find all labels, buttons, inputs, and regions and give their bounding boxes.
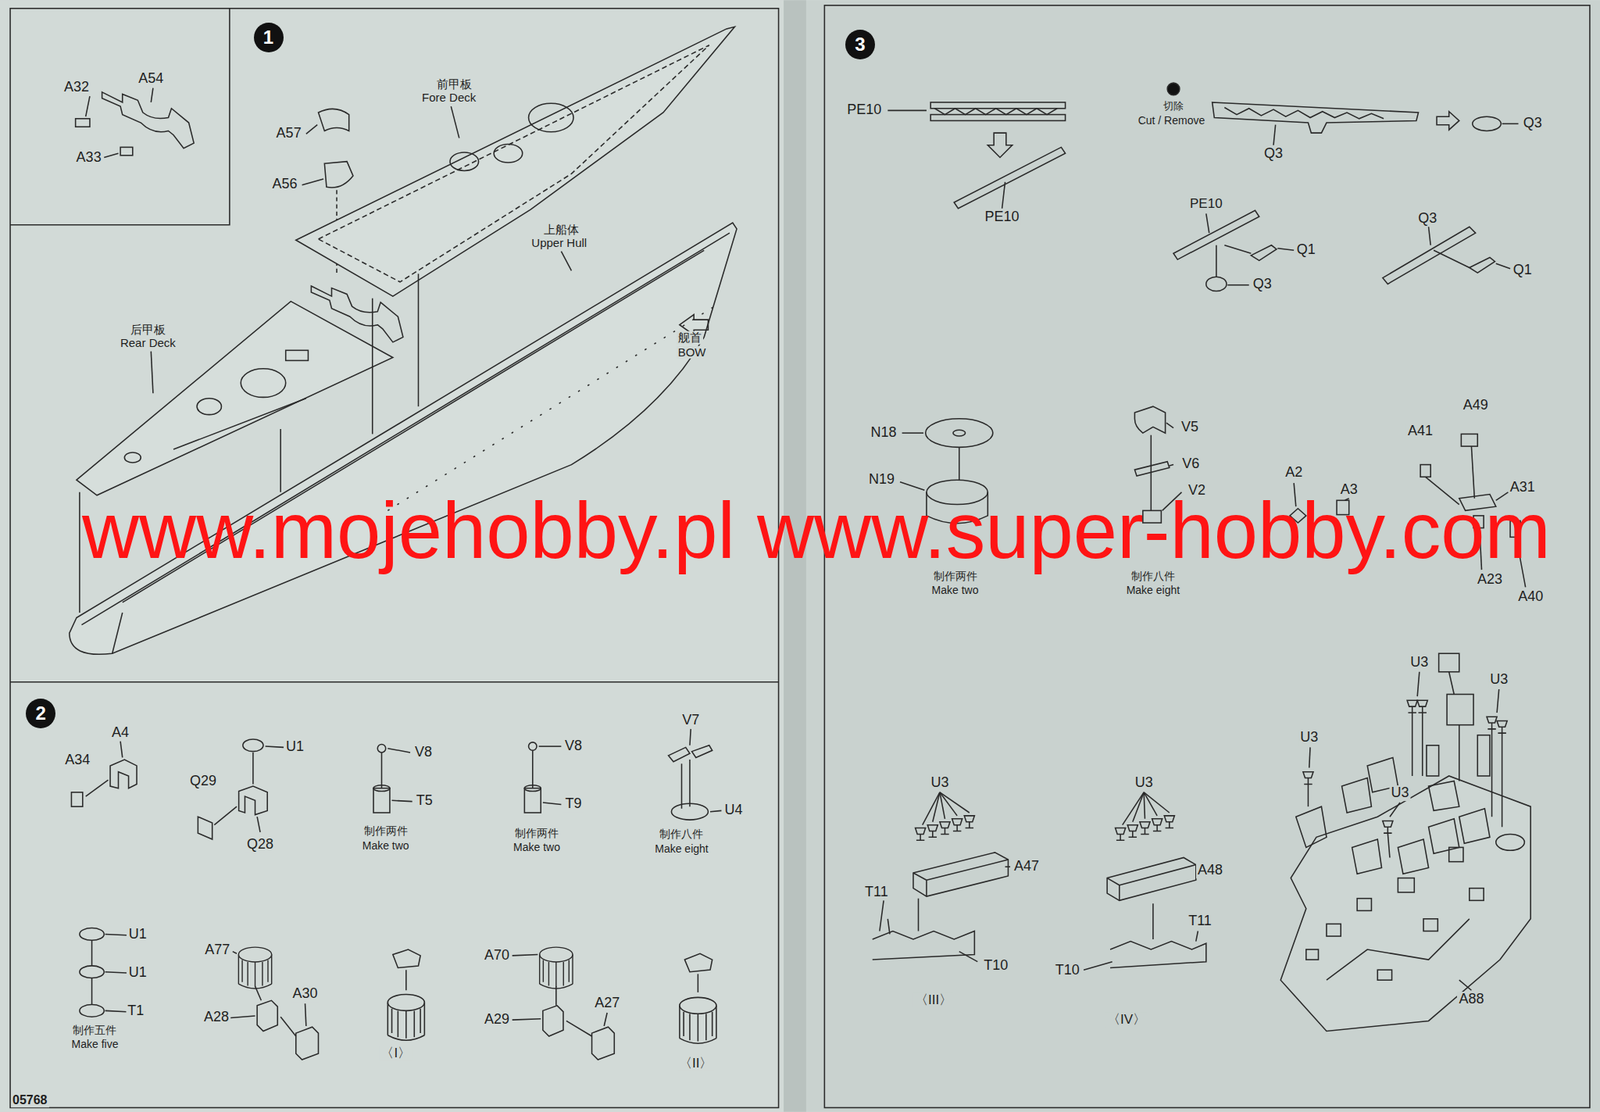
part-label: U3 [1133,775,1155,791]
part-label: U3 [1298,729,1320,746]
part-label: Q3 [1416,210,1439,227]
step-number-text: 1 [263,28,274,47]
part-label: A34 [63,752,92,768]
english-note: BOW [676,345,708,359]
part-label: U1 [127,927,149,943]
part-label: Q28 [245,837,275,854]
part-label: A77 [203,942,232,958]
part-label: A88 [1457,991,1486,1008]
part-label: A29 [482,1011,511,1028]
part-label: A56 [270,177,299,193]
part-label: A49 [1461,397,1490,414]
part-label: A28 [202,1009,231,1025]
part-label: A2 [1283,464,1304,481]
part-label: U1 [127,964,149,981]
part-label: A27 [592,995,622,1011]
part-label: A48 [1196,862,1225,879]
part-label: A33 [75,150,104,167]
part-label: T11 [863,884,890,900]
part-label: A30 [291,985,320,1002]
part-label: PE10 [983,209,1022,225]
part-label: 〈II〉 [677,1056,715,1072]
english-note: Rear Deck [118,336,178,350]
part-label: V7 [680,712,701,729]
page-code: 05768 [10,1092,50,1108]
english-note: Make eight [653,842,710,855]
english-note: Cut / Remove [1136,115,1208,128]
part-label: Q3 [1262,146,1285,162]
part-label: V6 [1180,456,1201,472]
part-label: Q1 [1511,262,1534,279]
part-label: T10 [1053,962,1082,979]
english-note: Make two [511,842,562,854]
part-label: V8 [413,744,434,761]
part-label: PE10 [845,102,883,118]
chinese-note: 后甲板 [128,323,168,337]
part-label: Q29 [188,774,218,790]
part-label: A47 [1012,858,1041,875]
part-label: Q1 [1295,242,1318,258]
part-label: A32 [62,79,91,96]
watermark: www.mojehobby.pl www.super-hobby.com [82,487,1551,575]
part-label: A41 [1406,424,1435,440]
part-label: T5 [414,792,435,809]
part-label: 〈IV〉 [1105,1011,1148,1027]
part-label: T11 [1186,914,1214,930]
english-note: Make five [70,1039,121,1051]
chinese-note: 制作五件 [71,1024,118,1036]
part-label: U1 [284,739,306,755]
chinese-note: 制作两件 [362,825,410,838]
step-number: 2 [25,698,56,729]
part-label: A70 [482,947,511,964]
part-label: T9 [564,796,584,812]
part-label: V5 [1179,419,1200,436]
part-label: U3 [1389,785,1411,801]
part-label: A40 [1516,589,1545,605]
part-label: A54 [136,71,165,87]
part-label: T1 [125,1003,146,1019]
part-label: A57 [275,125,304,142]
english-note: Make eight [1125,585,1182,597]
step-number: 1 [253,22,284,53]
english-note: Make two [360,839,411,852]
english-note: Make two [930,585,981,597]
chinese-note: 制作八件 [657,828,705,841]
part-label: N19 [867,471,897,488]
chinese-note: 上船体 [542,223,581,237]
part-label: 〈III〉 [913,992,954,1008]
english-note: Fore Deck [420,91,478,105]
step-number: 3 [845,29,875,60]
english-note: Upper Hull [529,236,589,250]
step-number-text: 3 [854,35,865,54]
part-label: N18 [869,425,899,441]
part-label: T10 [982,957,1010,974]
part-label: Q3 [1521,115,1544,132]
part-label: Q3 [1251,277,1274,293]
part-label: U4 [723,802,745,818]
chinese-note: 前甲板 [435,78,474,92]
step-number-text: 2 [35,703,47,723]
part-label: U3 [1488,671,1510,688]
part-label: A4 [110,725,131,741]
part-label: U3 [1408,654,1430,671]
chinese-note: 制作两件 [513,827,561,840]
part-label: U3 [928,775,950,791]
chinese-note: 切除 [1161,100,1186,112]
part-label: 〈I〉 [378,1046,413,1061]
chinese-note: 舰首 [676,331,704,345]
part-label: PE10 [1188,196,1225,212]
part-label: V8 [563,738,584,754]
part-label: A23 [1475,571,1504,588]
